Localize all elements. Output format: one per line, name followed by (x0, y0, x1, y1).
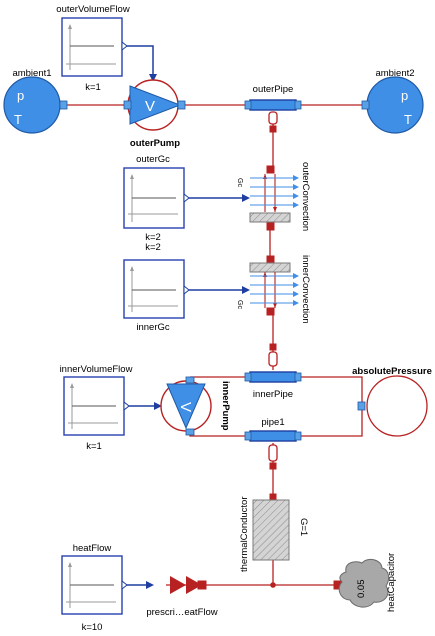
thermal-conductor-name: thermalConductor (239, 496, 250, 572)
inner-gc-block[interactable]: k=2 innerGc (123, 242, 190, 333)
thermal-conductor[interactable]: G=1 thermalConductor (239, 493, 309, 572)
absolute-pressure[interactable]: absolutePressure (352, 366, 432, 437)
prescribed-heat-flow[interactable]: prescri…eatFlow (146, 576, 218, 618)
heat-flow-block[interactable]: heatFlow k=10 (61, 543, 128, 633)
outer-pump[interactable]: V outerPump (123, 79, 186, 149)
signal-lines (124, 45, 250, 589)
inner-convection[interactable]: Gc innerConvection (236, 255, 311, 324)
ambient1-name: ambient1 (12, 68, 51, 79)
outer-volume-flow-block[interactable]: outerVolumeFlow k=1 (56, 4, 130, 93)
outer-convection-port-label: Gc (236, 178, 243, 187)
thermal-conductor-param: G=1 (298, 518, 309, 536)
outer-convection[interactable]: Gc outerConvection (236, 162, 311, 231)
inner-gc-param: k=2 (145, 242, 161, 253)
inner-pump-symbol: V (177, 402, 194, 412)
outer-gc-param: k=2 (145, 232, 161, 243)
ambient1-T-label: T (14, 112, 22, 127)
prescribed-heat-flow-name: prescri…eatFlow (146, 607, 217, 618)
ambient2-p-label: p (401, 88, 408, 103)
ambient1-p-label: p (17, 88, 24, 103)
outer-gc-name: outerGc (136, 154, 170, 165)
pipe1-name: pipe1 (261, 417, 284, 428)
connection-wires (64, 104, 366, 588)
heat-capacitor[interactable]: 0.05 heatCapacitor (333, 553, 397, 612)
outer-pipe[interactable]: outerPipe (244, 84, 302, 133)
heat-flow-param: k=10 (82, 622, 103, 633)
inner-volume-flow-param: k=1 (86, 441, 102, 452)
pipe1[interactable]: pipe1 (244, 417, 302, 470)
absolute-pressure-name: absolutePressure (352, 366, 432, 377)
outer-volume-flow-param: k=1 (85, 82, 101, 93)
inner-pump[interactable]: V innerPump (160, 376, 231, 436)
inner-pipe-name: innerPipe (253, 389, 293, 400)
outer-pump-symbol: V (145, 98, 155, 115)
inner-pump-name: innerPump (220, 381, 231, 431)
ambient2-name: ambient2 (375, 68, 414, 79)
outer-gc-block[interactable]: k=2 outerGc (123, 154, 190, 243)
inner-gc-name: innerGc (136, 322, 170, 333)
outer-volume-flow-name: outerVolumeFlow (56, 4, 130, 15)
outer-pipe-name: outerPipe (253, 84, 294, 95)
heat-capacitor-name: heatCapacitor (386, 553, 397, 612)
outer-pump-name: outerPump (130, 138, 180, 149)
heat-capacitor-value: 0.05 (356, 580, 367, 599)
inner-convection-name: innerConvection (300, 255, 311, 324)
outer-convection-name: outerConvection (300, 162, 311, 231)
ambient2-T-label: T (404, 112, 412, 127)
junction-dot (270, 582, 276, 588)
heat-flow-name: heatFlow (73, 543, 112, 554)
ambient1-boundary[interactable]: ambient1 p T (3, 68, 68, 134)
ambient2-boundary[interactable]: ambient2 p T (361, 68, 424, 134)
inner-volume-flow-name: innerVolumeFlow (60, 364, 133, 375)
inner-volume-flow-block[interactable]: innerVolumeFlow k=1 (60, 364, 133, 452)
inner-convection-port-label: Gc (236, 300, 243, 309)
inner-pipe[interactable]: innerPipe (244, 343, 302, 400)
